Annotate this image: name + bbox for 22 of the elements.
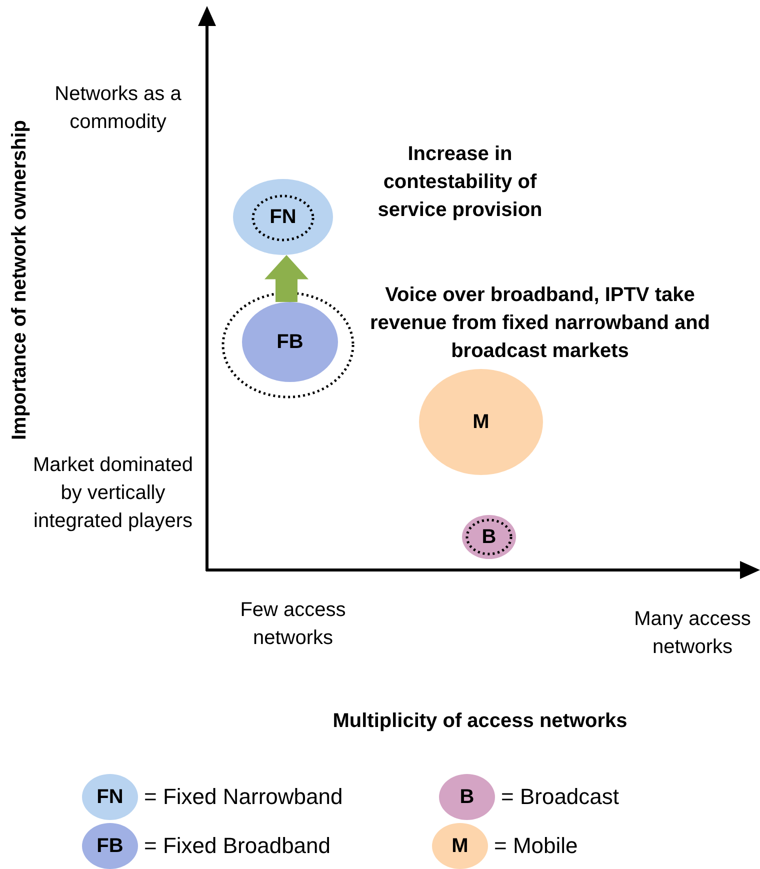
axis-end-label: Networks as a commodity (54, 82, 182, 135)
axis-end-label: Market dominated by vertically integrated players (32, 453, 194, 534)
node-label: FN (270, 206, 296, 228)
node-label: FB (276, 330, 304, 354)
block-arrow (264, 255, 308, 302)
node-label: M (472, 410, 490, 434)
axis-end-label: Few access networks (239, 598, 347, 651)
axis-title: Multiplicity of access networks (332, 709, 628, 734)
ellipse-node (242, 302, 338, 382)
swatch-letter: FN (96, 786, 124, 808)
node-label: B (482, 526, 496, 548)
legend-label: = Fixed Narrowband (144, 784, 343, 810)
axis-end-label: Many access networks (633, 607, 752, 660)
annotation-text: Voice over broadband, IPTV take revenue from fixed narrowband and broadcast markets (368, 283, 712, 364)
axis-title: Importance of network ownership (8, 120, 32, 440)
swatch-letter: M (452, 834, 468, 858)
swatch-letter: B (460, 786, 474, 808)
legend-label: = Mobile (494, 833, 578, 859)
swatch-letter: FB (96, 834, 124, 858)
legend-label: = Broadcast (501, 784, 620, 810)
annotation-text: Increase in contestability of service provision (376, 142, 544, 223)
legend-label: = Fixed Broadband (144, 833, 331, 859)
